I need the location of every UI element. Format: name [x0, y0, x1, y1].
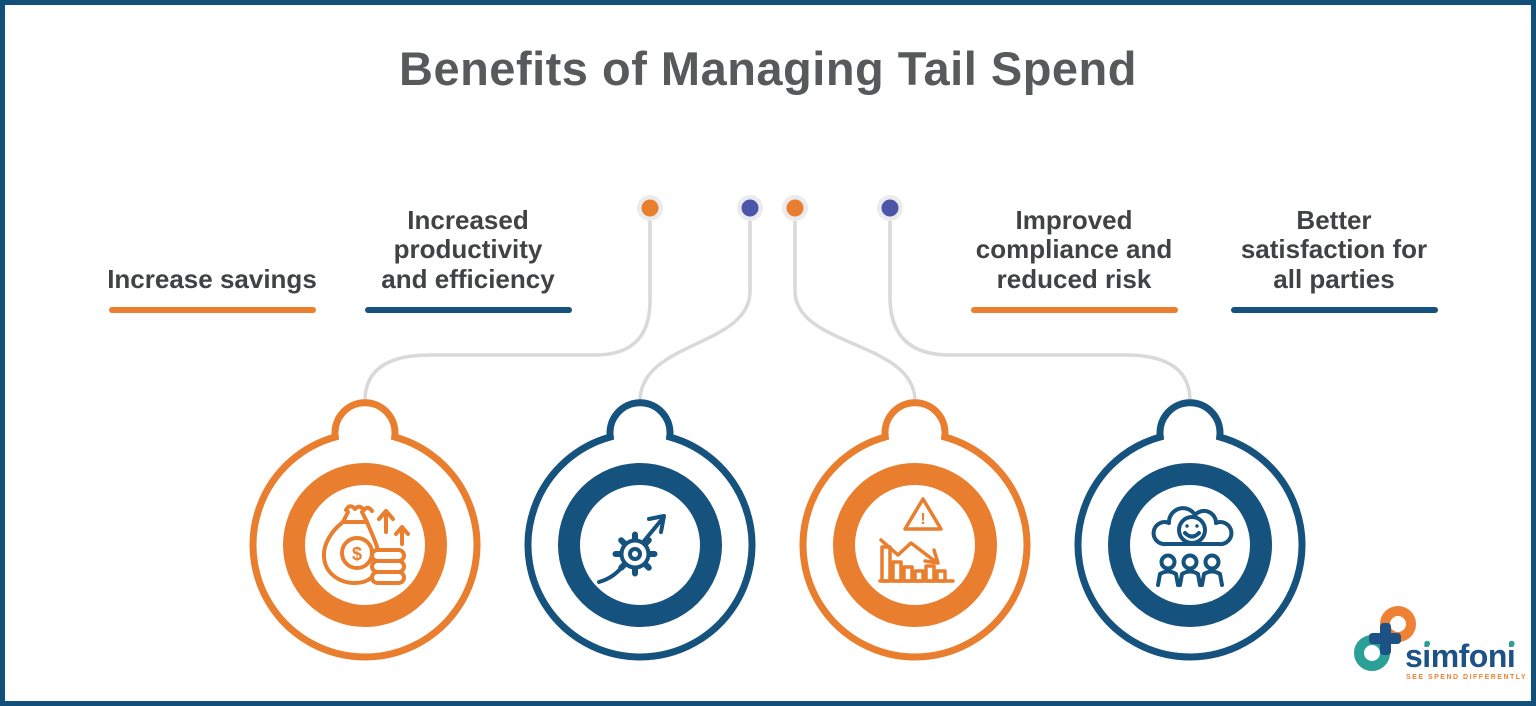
- underline-accent: [108, 307, 316, 313]
- connector-line-2: [638, 217, 752, 403]
- underline-accent: [1230, 307, 1438, 313]
- timeline-dots: [637, 195, 903, 221]
- benefit-label-productivity: Increased productivity and efficiency: [348, 201, 588, 313]
- connector-lines: [363, 217, 1192, 403]
- dollar-glyph: $: [352, 544, 362, 564]
- productivity-gear-icon: [597, 514, 666, 584]
- benefit-label-text: Better satisfaction for all parties: [1240, 204, 1428, 294]
- connector-line-4: [888, 217, 1192, 403]
- i-dot-teal: [1508, 640, 1515, 647]
- benefit-label-satisfaction: Better satisfaction for all parties: [1214, 201, 1454, 313]
- connector-line-3: [793, 217, 917, 403]
- simfoni-logo: simfoni SEE SPEND DIFFERENTLY: [1350, 597, 1530, 701]
- brand-wordmark: simfoni: [1405, 638, 1515, 674]
- benefit-label-text: Increased productivity and efficiency: [381, 204, 555, 294]
- benefit-label-increase-savings: Increase savings: [92, 201, 332, 313]
- simfoni-logo-graphic: simfoni SEE SPEND DIFFERENTLY: [1354, 606, 1527, 681]
- benefit-circle-satisfaction: [1074, 399, 1306, 661]
- money-bag-icon: $: [321, 504, 410, 585]
- timeline-dot-2: [737, 195, 763, 221]
- timeline-dot-1: [637, 195, 663, 221]
- risk-chart-icon: !: [878, 497, 955, 583]
- brand-tagline: SEE SPEND DIFFERENTLY: [1406, 674, 1527, 681]
- benefit-circle-savings: $: [249, 399, 481, 661]
- underline-accent: [364, 307, 572, 313]
- timeline-dot-3: [782, 195, 808, 221]
- infinity-symbol-icon: [1354, 606, 1416, 671]
- i-dot-teal: [1424, 640, 1431, 647]
- satisfaction-cloud-people-icon: [1151, 506, 1234, 587]
- benefit-label-compliance: Improved compliance and reduced risk: [954, 201, 1194, 313]
- diagram-graphic: $: [249, 195, 1306, 661]
- benefit-label-text: Improved compliance and reduced risk: [975, 204, 1173, 294]
- benefit-circle-risk: !: [799, 399, 1031, 661]
- connector-line-1: [363, 217, 652, 403]
- exclamation-glyph: !: [920, 511, 925, 528]
- page-title: Benefits of Managing Tail Spend: [399, 42, 1137, 95]
- benefit-label-text: Increase savings: [107, 263, 317, 294]
- timeline-dot-4: [877, 195, 903, 221]
- benefit-circle-productivity: [524, 399, 756, 661]
- underline-accent: [970, 307, 1178, 313]
